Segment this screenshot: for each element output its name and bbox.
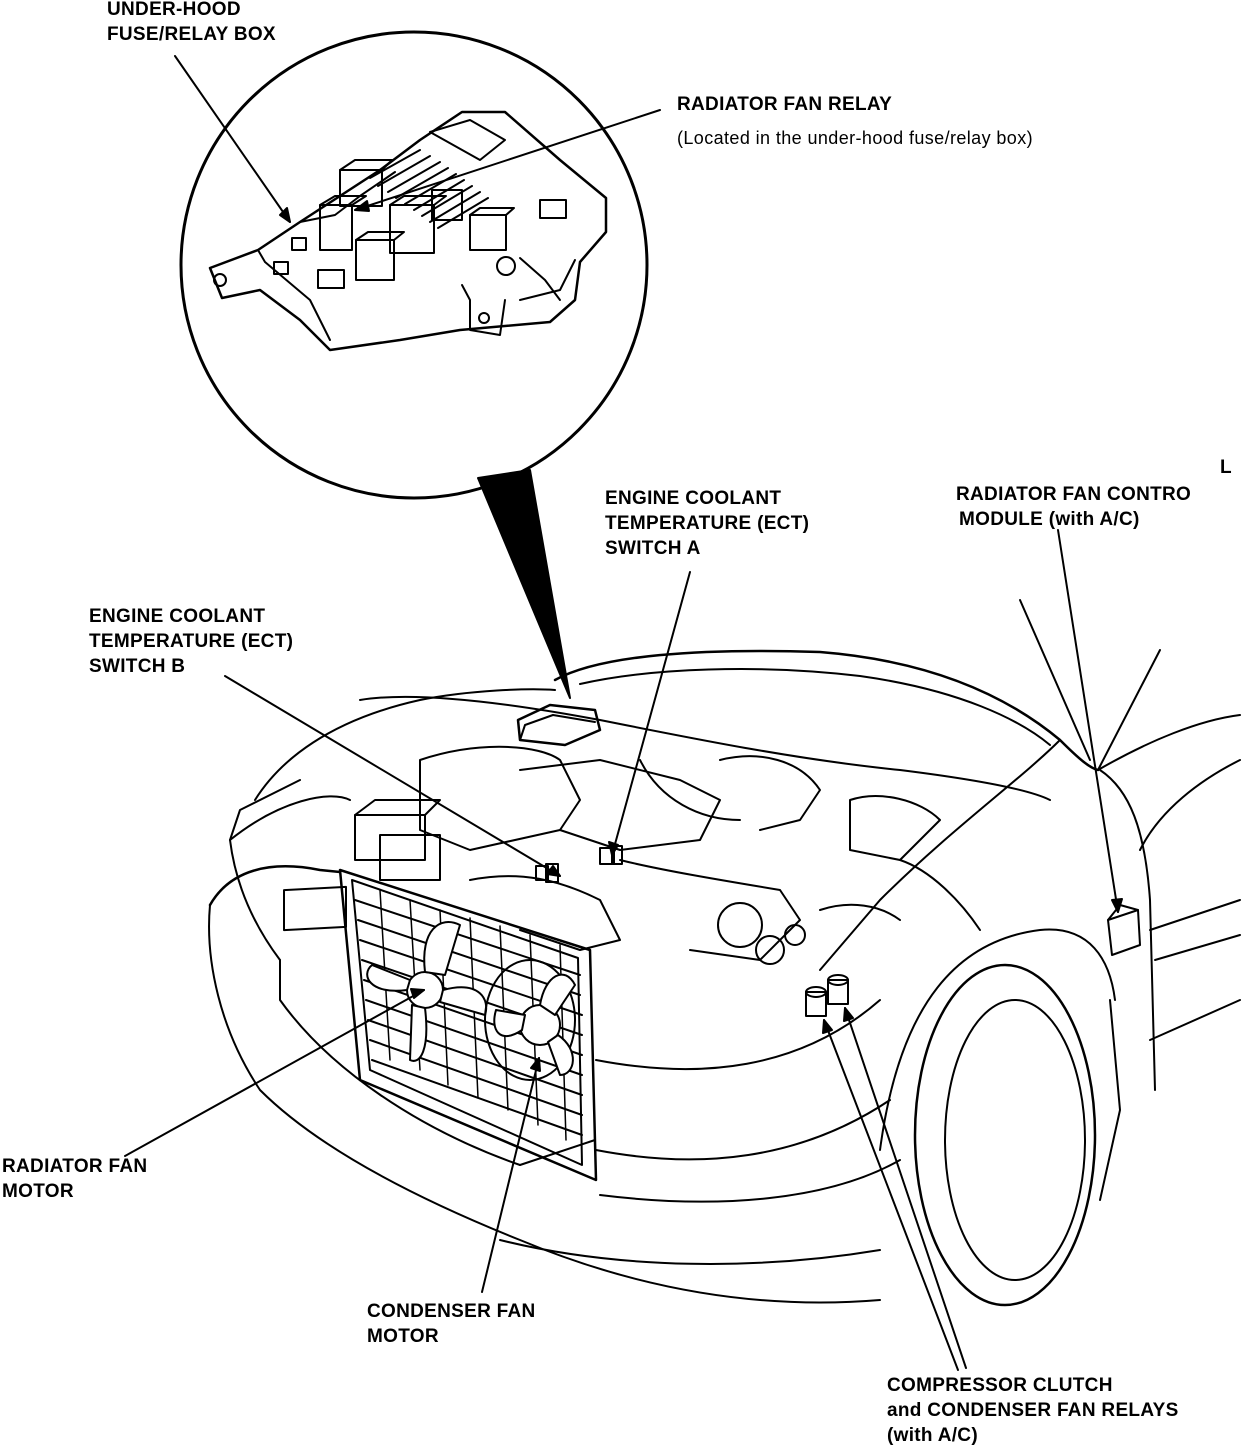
radiator-assembly bbox=[340, 870, 596, 1180]
inset-pointer bbox=[478, 470, 570, 698]
fuse-box-location bbox=[518, 705, 600, 745]
engine-bay bbox=[355, 697, 1050, 964]
label-compressor-relays-line3: (with A/C) bbox=[887, 1425, 978, 1446]
label-radiator-fan-relay-note: (Located in the under-hood fuse/relay bo… bbox=[677, 128, 1034, 148]
leader-fan-relay bbox=[355, 110, 660, 210]
label-condenser-fan-motor: CONDENSER FAN MOTOR bbox=[367, 1299, 536, 1349]
radiator bbox=[340, 870, 596, 1180]
leader-control-module bbox=[1058, 530, 1118, 912]
label-control-module: RADIATOR FAN CONTRO MODULE (with A/C) bbox=[956, 482, 1191, 532]
label-corner-mark: L bbox=[1220, 457, 1232, 478]
condenser-fan bbox=[485, 960, 575, 1080]
headlight bbox=[284, 887, 346, 930]
control-module-part bbox=[1108, 905, 1140, 955]
car-body bbox=[209, 600, 1240, 1305]
label-condenser-fan-motor-line1: CONDENSER FAN bbox=[367, 1301, 536, 1322]
label-ect-switch-a-line3: SWITCH A bbox=[605, 538, 701, 559]
label-fuse-relay-box-line2: FUSE/RELAY BOX bbox=[107, 24, 276, 45]
inset-circle bbox=[181, 32, 647, 498]
front-wheel bbox=[915, 965, 1095, 1305]
leader-condenser-motor bbox=[482, 1058, 539, 1292]
leader-relay-2 bbox=[845, 1008, 966, 1368]
label-compressor-relays: COMPRESSOR CLUTCH and CONDENSER FAN RELA… bbox=[887, 1373, 1179, 1448]
label-condenser-fan-motor-line2: MOTOR bbox=[367, 1326, 439, 1347]
leader-fuse-box bbox=[175, 56, 290, 222]
label-radiator-fan-motor: RADIATOR FAN MOTOR bbox=[2, 1154, 147, 1204]
fuse-box-inset bbox=[181, 32, 647, 698]
label-ect-switch-a: ENGINE COOLANT TEMPERATURE (ECT) SWITCH … bbox=[605, 486, 809, 561]
label-ect-switch-b-line1: ENGINE COOLANT bbox=[89, 606, 266, 627]
leader-ect-b bbox=[225, 676, 560, 876]
label-ect-switch-a-line2: TEMPERATURE (ECT) bbox=[605, 513, 810, 534]
label-fuse-relay-box-line1: UNDER-HOOD bbox=[107, 0, 241, 20]
label-ect-switch-a-line1: ENGINE COOLANT bbox=[605, 488, 782, 509]
label-radiator-fan-motor-line2: MOTOR bbox=[2, 1181, 74, 1202]
hood bbox=[555, 651, 1098, 770]
label-radiator-fan-relay: RADIATOR FAN RELAY bbox=[677, 94, 893, 115]
leader-lines bbox=[125, 56, 1122, 1370]
leader-fan-motor bbox=[125, 990, 424, 1156]
label-compressor-relays-line2: and CONDENSER FAN RELAYS bbox=[887, 1400, 1179, 1421]
label-ect-switch-b-line3: SWITCH B bbox=[89, 656, 186, 677]
label-control-module-line1: RADIATOR FAN CONTRO bbox=[956, 484, 1192, 505]
label-ect-switch-b: ENGINE COOLANT TEMPERATURE (ECT) SWITCH … bbox=[89, 604, 293, 679]
label-compressor-relays-line1: COMPRESSOR CLUTCH bbox=[887, 1375, 1113, 1396]
front-bumper bbox=[210, 866, 340, 905]
leader-ect-a bbox=[612, 572, 690, 855]
compressor-relays-part bbox=[806, 975, 848, 1016]
label-control-module-line2: MODULE (with A/C) bbox=[959, 509, 1140, 530]
fuse-box-drawing bbox=[210, 112, 606, 350]
radiator-fan bbox=[367, 922, 486, 1061]
label-radiator-fan-motor-line1: RADIATOR FAN bbox=[2, 1156, 148, 1177]
label-fuse-relay-box: UNDER-HOOD FUSE/RELAY BOX bbox=[107, 0, 276, 47]
leader-relay-1 bbox=[824, 1020, 958, 1370]
label-ect-switch-b-line2: TEMPERATURE (ECT) bbox=[89, 631, 294, 652]
